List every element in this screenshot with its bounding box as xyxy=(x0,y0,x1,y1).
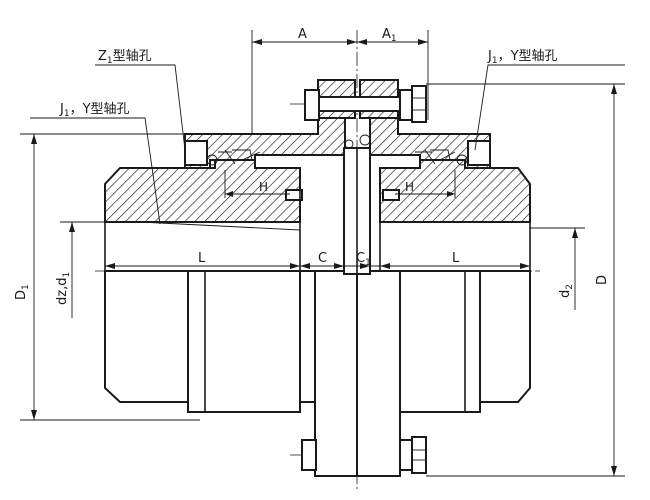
coupling-upper-section xyxy=(104,79,531,275)
dim-l-right-arrow-end xyxy=(520,263,530,269)
left-end-seal-ring xyxy=(206,154,218,166)
leader-j1y-left xyxy=(30,117,161,225)
leader-z1-hole xyxy=(95,64,186,151)
lower-bolt-head-left xyxy=(301,439,317,471)
label-j1y-left: J1，Y型轴孔 xyxy=(59,102,130,119)
lower-bolt-nut-right-2 xyxy=(411,436,427,474)
dim-h-right-arrow xyxy=(447,191,455,197)
label-d1: D1 xyxy=(14,284,31,300)
seal-ring-left xyxy=(344,139,354,149)
right-end-seal-ring xyxy=(456,154,468,166)
left-gear-teeth xyxy=(218,149,261,165)
label-d: D xyxy=(595,275,610,285)
left-set-screw xyxy=(285,189,303,201)
label-j1y-right: J1，Y型轴孔 xyxy=(487,49,558,66)
label-d2: d2 xyxy=(558,284,575,298)
label-c1: C1 xyxy=(356,251,371,268)
label-h-left: H xyxy=(259,180,268,194)
right-gear-teeth xyxy=(415,149,456,165)
lower-bolt-nut-right xyxy=(399,439,413,471)
upper-bolt-shank xyxy=(318,96,401,112)
upper-bolt-head-left xyxy=(304,89,320,121)
label-a: A xyxy=(298,27,307,42)
dim-a-arrow-mid-left xyxy=(347,39,357,45)
dim-a1-arrow-mid-right xyxy=(357,39,367,45)
dim-l-right-arrow-start xyxy=(380,263,390,269)
dim-d2-arrow-top xyxy=(572,228,578,238)
dim-a-arrow-left xyxy=(252,39,262,45)
leader-j1y-right xyxy=(474,64,625,151)
left-sleeve-section xyxy=(184,117,346,169)
dim-c-arrow-end xyxy=(334,263,344,269)
right-set-screw xyxy=(382,189,400,201)
left-end-seal xyxy=(184,140,208,166)
dim-c1-arrow-start xyxy=(360,263,370,269)
label-l-right: L xyxy=(452,251,460,266)
left-sleeve-lower xyxy=(187,270,301,413)
dim-d-arrow-bottom xyxy=(611,466,617,476)
flange-lower-left xyxy=(314,270,358,477)
label-a1: A1 xyxy=(382,27,397,44)
coupling-lower-view xyxy=(104,270,531,477)
dim-dz-arrow-top xyxy=(69,222,75,232)
label-c: C xyxy=(318,251,327,266)
upper-bolt-nut-right-2 xyxy=(411,85,427,123)
label-dz-d1: dz,d1 xyxy=(55,272,72,305)
right-end-seal xyxy=(467,140,491,166)
dim-d-arrow-top xyxy=(611,84,617,94)
dim-c-arrow-start xyxy=(300,263,310,269)
upper-bolt-nut-right xyxy=(399,89,413,121)
flange-lower-right xyxy=(356,270,401,477)
label-h-right: H xyxy=(405,180,414,194)
label-l-left: L xyxy=(198,251,206,266)
label-z1-hole: Z1型轴孔 xyxy=(98,49,152,66)
dim-d1-arrow-top xyxy=(31,134,37,144)
z1-taper-bore-line xyxy=(139,221,301,231)
dim-l-left-arrow-end xyxy=(290,263,300,269)
right-sleeve-lower xyxy=(399,270,481,413)
dim-h-left-arrow xyxy=(225,191,233,197)
labels: A A1 Z1型轴孔 J1，Y型轴孔 J1，Y型轴孔 H H L C C1 L … xyxy=(14,27,610,305)
dim-l-left-arrow-start xyxy=(105,263,115,269)
seal-ring-right xyxy=(359,134,371,146)
dim-a1-arrow-right xyxy=(418,39,428,45)
left-hub-section xyxy=(104,159,301,223)
dimensions xyxy=(20,30,625,477)
dim-d1-arrow-bottom xyxy=(31,410,37,420)
